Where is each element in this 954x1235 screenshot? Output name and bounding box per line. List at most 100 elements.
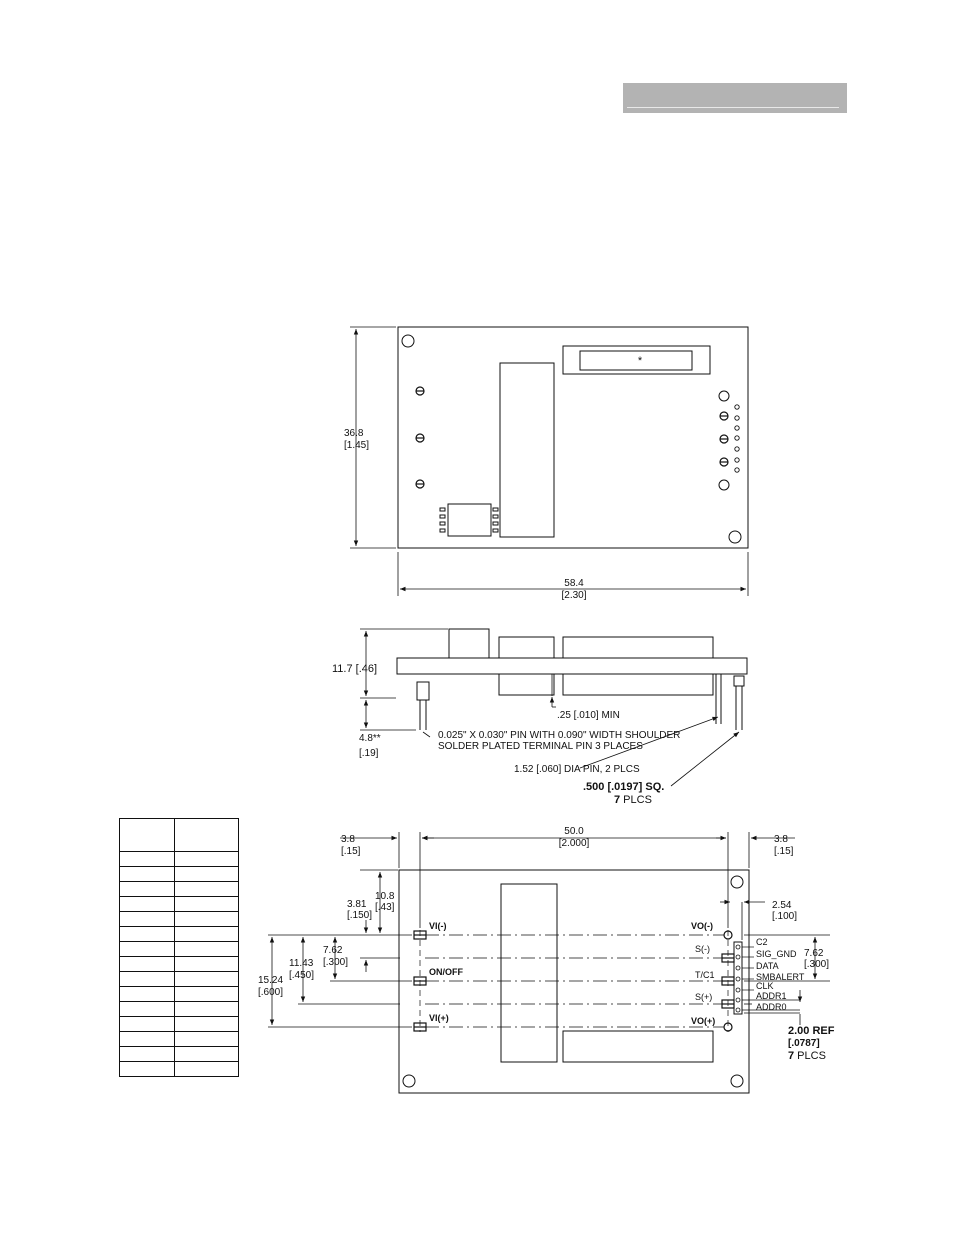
pin-table-cell	[174, 866, 239, 882]
pin-table-row	[119, 986, 239, 1002]
pin-table-cell	[174, 818, 239, 852]
span-mm: 50.0	[564, 826, 584, 837]
pin-table-cell	[119, 1031, 175, 1047]
ic-chip	[447, 503, 492, 537]
pin-table-row	[119, 1046, 239, 1062]
d762-in: [.300]	[323, 957, 348, 968]
pin-table-cell	[119, 941, 175, 957]
signal-label-smbalert: SMBALERT	[756, 972, 805, 982]
bottom-right-pins	[721, 930, 735, 1032]
right-pins	[719, 411, 729, 467]
pin-table-row	[119, 1016, 239, 1032]
sq-pin-count-word: PLCS	[620, 794, 652, 806]
signal-header	[733, 941, 743, 1015]
mounting-hole	[730, 875, 744, 889]
side-component-4	[498, 673, 555, 696]
pin-table-row	[119, 881, 239, 897]
d1143-in: [.450]	[289, 970, 314, 981]
pin-hole	[718, 479, 730, 491]
pin-table-cell	[119, 896, 175, 912]
pin-table-row	[119, 1031, 239, 1047]
side-component-1	[448, 628, 490, 659]
pin-table-cell	[174, 926, 239, 942]
pin-table-cell	[119, 986, 175, 1002]
pin-table-cell	[119, 881, 175, 897]
header-bar-line	[627, 107, 839, 108]
square-pin-head	[733, 675, 745, 687]
pin-table-cell	[119, 851, 175, 867]
ref-count: 7 PLCS	[788, 1050, 826, 1062]
right-margin-in: [.15]	[774, 846, 794, 857]
side-pin-length-in: [.19]	[359, 748, 379, 759]
right-margin-mm: 3.8	[774, 834, 788, 845]
pin-note-2: SOLDER PLATED TERMINAL PIN 3 PLACES	[438, 741, 643, 752]
bottom-component-2	[562, 1030, 714, 1063]
bottom-component-1	[500, 883, 558, 1063]
pin-table-row	[119, 971, 239, 987]
side-component-5	[562, 673, 714, 696]
pin-table-cell	[119, 926, 175, 942]
pin-table-cell	[174, 1016, 239, 1032]
pin-table-cell	[174, 986, 239, 1002]
pin-table-cell	[174, 1061, 239, 1077]
pin-table-row	[119, 941, 239, 957]
bottom-view	[268, 832, 830, 1094]
shoulder-pin	[416, 681, 430, 701]
pin-table-row	[119, 956, 239, 972]
pin-table-cell	[119, 911, 175, 927]
side-standoff: .25 [.010] MIN	[557, 710, 620, 721]
pin-table-header	[119, 818, 239, 852]
top-height-mm: 36.8	[344, 428, 364, 439]
side-board	[396, 657, 748, 675]
top-view	[350, 326, 749, 596]
pin-label-vo-pos: VO(+)	[691, 1016, 715, 1026]
ref-in: [.0787]	[788, 1038, 820, 1049]
top-view-board-outline	[397, 326, 749, 549]
pin-label-on-off: ON/OFF	[429, 967, 463, 977]
pin-table-body	[119, 818, 239, 1077]
pin-table-cell	[174, 956, 239, 972]
pin-centerlines	[425, 934, 724, 1028]
pin-table-cell	[174, 1031, 239, 1047]
signal-label-clk: CLK	[756, 981, 774, 991]
left-margin-in: [.15]	[341, 846, 361, 857]
sq-pin-count: 7 PLCS	[614, 794, 652, 806]
pin-table-cell	[119, 956, 175, 972]
pin-label-tc1: T/C1	[695, 970, 715, 980]
side-view	[360, 628, 748, 787]
bottom-left-pins	[413, 930, 427, 1032]
signal-label-addr1: ADDR1	[756, 991, 787, 1001]
d1524-mm: 15.24	[258, 975, 283, 986]
pin-label-vo-neg: VO(-)	[691, 921, 713, 931]
top-component	[499, 362, 555, 538]
d381-mm: 3.81	[347, 899, 367, 910]
pin-table-cell	[119, 1046, 175, 1062]
mounting-hole	[728, 530, 742, 544]
pin-table-row	[119, 866, 239, 882]
side-height: 11.7 [.46]	[332, 663, 377, 675]
pin-table-row	[119, 911, 239, 927]
pin-table-row	[119, 851, 239, 867]
span-in: [2.000]	[559, 838, 590, 849]
pin-table-row	[119, 896, 239, 912]
pin-label-s-neg: S(-)	[695, 944, 710, 954]
signal-leaders	[742, 946, 800, 1011]
pin-label-s-pos: S(+)	[695, 992, 712, 1002]
pin-table-cell	[119, 1001, 175, 1017]
pin-table-row	[119, 1061, 239, 1077]
left-margin-mm: 3.8	[341, 834, 355, 845]
pin-table-cell	[119, 1016, 175, 1032]
pin-table	[119, 818, 239, 1077]
pin-table-cell	[119, 866, 175, 882]
mounting-hole	[730, 1074, 744, 1088]
ref-count-word: PLCS	[794, 1050, 826, 1062]
d381-in: [.150]	[347, 910, 372, 921]
signal-label-sig-gnd: SIG_GND	[756, 949, 797, 959]
ref-label: 2.00 REF	[788, 1025, 835, 1037]
r762-mm: 7.62	[804, 948, 824, 959]
signal-label-c2: C2	[756, 937, 768, 947]
pin-table-cell	[174, 896, 239, 912]
d1524-in: [.600]	[258, 987, 283, 998]
pin-table-cell	[174, 851, 239, 867]
